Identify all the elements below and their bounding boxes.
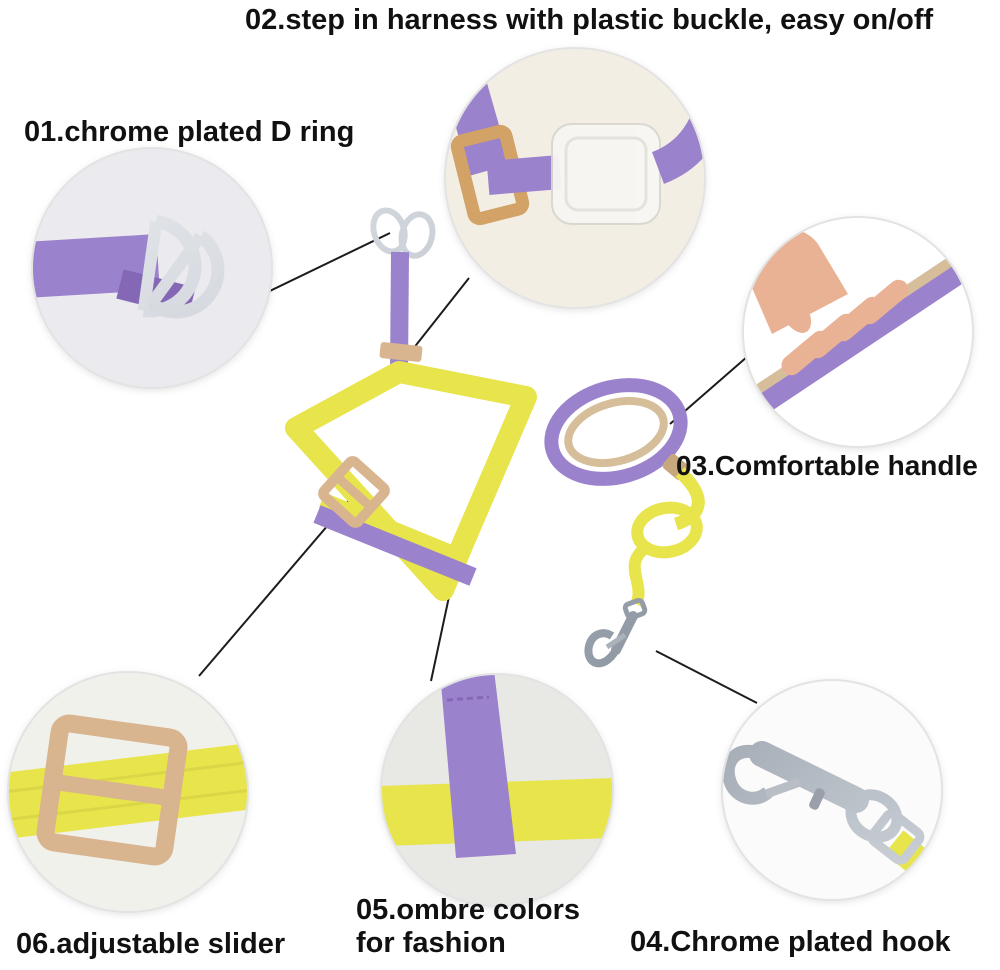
annotation-step-in-buckle: 02.step in harness with plastic buckle, … (245, 4, 934, 36)
ombre-stitching (446, 695, 490, 702)
harness-cross-strap (313, 505, 477, 586)
annotation-handle: 03.Comfortable handle (676, 450, 978, 481)
callout-circle-d-ring (31, 147, 273, 389)
d-ring-icon (146, 230, 225, 319)
buckle-strap-right (651, 91, 705, 184)
callout-circle-slider (7, 671, 249, 913)
callout-circle-hook (721, 679, 943, 901)
hook-body (749, 741, 869, 813)
harness-loop (285, 361, 537, 601)
harness-clip (379, 342, 423, 362)
d-ring-icon (398, 211, 436, 259)
callout-line-hook (655, 650, 758, 704)
hook-gate (764, 777, 802, 799)
harness-photo (285, 207, 537, 601)
leash-handle-padding (564, 397, 668, 467)
annotation-hook: 04.Chrome plated hook (630, 926, 951, 958)
hook-curl (584, 629, 620, 668)
d-ring-webbing (32, 234, 160, 298)
ombre-purple-webbing (440, 674, 516, 858)
annotation-ombre: 05.ombre colors for fashion (356, 894, 581, 960)
plastic-buckle-icon (551, 123, 661, 225)
handle-strap (749, 253, 971, 415)
callout-line-ombre (430, 591, 451, 682)
leash-photo (544, 378, 705, 668)
callout-circle-handle (742, 216, 974, 448)
callout-line-buckle (408, 277, 470, 355)
leash-tail (628, 543, 650, 607)
hook-trigger (809, 788, 825, 810)
harness-slider-icon (318, 456, 390, 528)
hook-head (722, 744, 773, 805)
hook-gate (605, 632, 627, 650)
leash-coil (631, 501, 703, 559)
buckle-strap-mid (486, 155, 562, 195)
hook-webbing (884, 830, 942, 900)
slider-buckle-icon (36, 714, 188, 866)
hand-thumb (778, 291, 812, 333)
leash-strap (673, 467, 705, 531)
leash-handle (544, 378, 688, 486)
annotation-d-ring: 01.chrome plated D ring (24, 116, 355, 148)
annotation-slider: 06.adjustable slider (16, 928, 286, 960)
callout-circle-ombre (380, 673, 614, 907)
hook-shaft (611, 611, 638, 655)
hand-fingers (781, 279, 909, 376)
plastic-buckle-inner (564, 136, 648, 212)
callout-circle-buckle (444, 47, 706, 309)
hook-loop (867, 809, 925, 865)
